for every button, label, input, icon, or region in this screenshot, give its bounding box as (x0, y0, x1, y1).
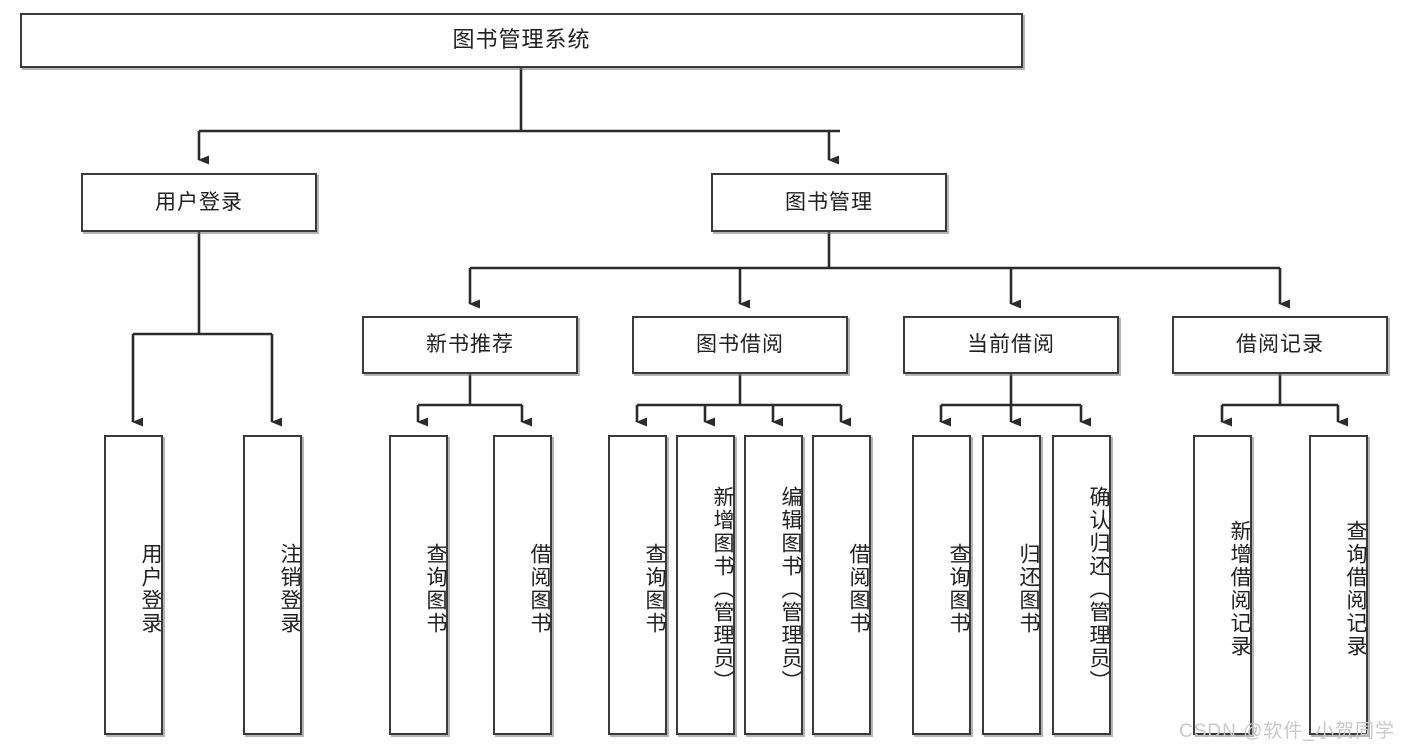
leaf-label: 借阅图书 (847, 543, 870, 635)
leaf-label: 查询图书 (643, 543, 666, 635)
node-book-manage[interactable]: 图书管理 (711, 173, 947, 232)
node-root-system[interactable]: 图书管理系统 (20, 13, 1023, 68)
leaf-label: 新增图书（管理员） (711, 485, 734, 693)
leaf-label: 注销登录 (278, 543, 301, 635)
leaf-label: 查询借阅记录 (1344, 520, 1367, 658)
leaf-query-book-2[interactable]: 查询图书 (608, 435, 667, 735)
leaf-add-record[interactable]: 新增借阅记录 (1193, 435, 1252, 735)
leaf-label: 新增借阅记录 (1228, 520, 1251, 658)
leaf-label: 确认归还（管理员） (1087, 485, 1110, 693)
leaf-query-book-3[interactable]: 查询图书 (912, 435, 971, 735)
leaf-edit-book[interactable]: 编辑图书（管理员） (744, 435, 803, 735)
leaf-add-book[interactable]: 新增图书（管理员） (676, 435, 735, 735)
leaf-query-record[interactable]: 查询借阅记录 (1309, 435, 1368, 735)
leaf-logout-login[interactable]: 注销登录 (243, 435, 302, 735)
leaf-user-login[interactable]: 用户登录 (104, 435, 163, 735)
leaf-query-book-1[interactable]: 查询图书 (389, 435, 448, 735)
leaf-label: 归还图书 (1017, 543, 1040, 635)
node-user-login[interactable]: 用户登录 (81, 173, 317, 232)
leaf-label: 查询图书 (424, 543, 447, 635)
leaf-label: 用户登录 (139, 543, 162, 635)
node-current-borrow[interactable]: 当前借阅 (903, 316, 1119, 374)
leaf-label: 查询图书 (947, 543, 970, 635)
leaf-confirm-return[interactable]: 确认归还（管理员） (1052, 435, 1111, 735)
node-book-borrow[interactable]: 图书借阅 (632, 316, 848, 374)
node-borrow-record[interactable]: 借阅记录 (1172, 316, 1388, 374)
leaf-borrow-book-1[interactable]: 借阅图书 (493, 435, 552, 735)
leaf-label: 借阅图书 (528, 543, 551, 635)
leaf-borrow-book-2[interactable]: 借阅图书 (812, 435, 871, 735)
leaf-return-book[interactable]: 归还图书 (982, 435, 1041, 735)
leaf-label: 编辑图书（管理员） (779, 485, 802, 693)
node-new-book-recommend[interactable]: 新书推荐 (362, 316, 578, 374)
